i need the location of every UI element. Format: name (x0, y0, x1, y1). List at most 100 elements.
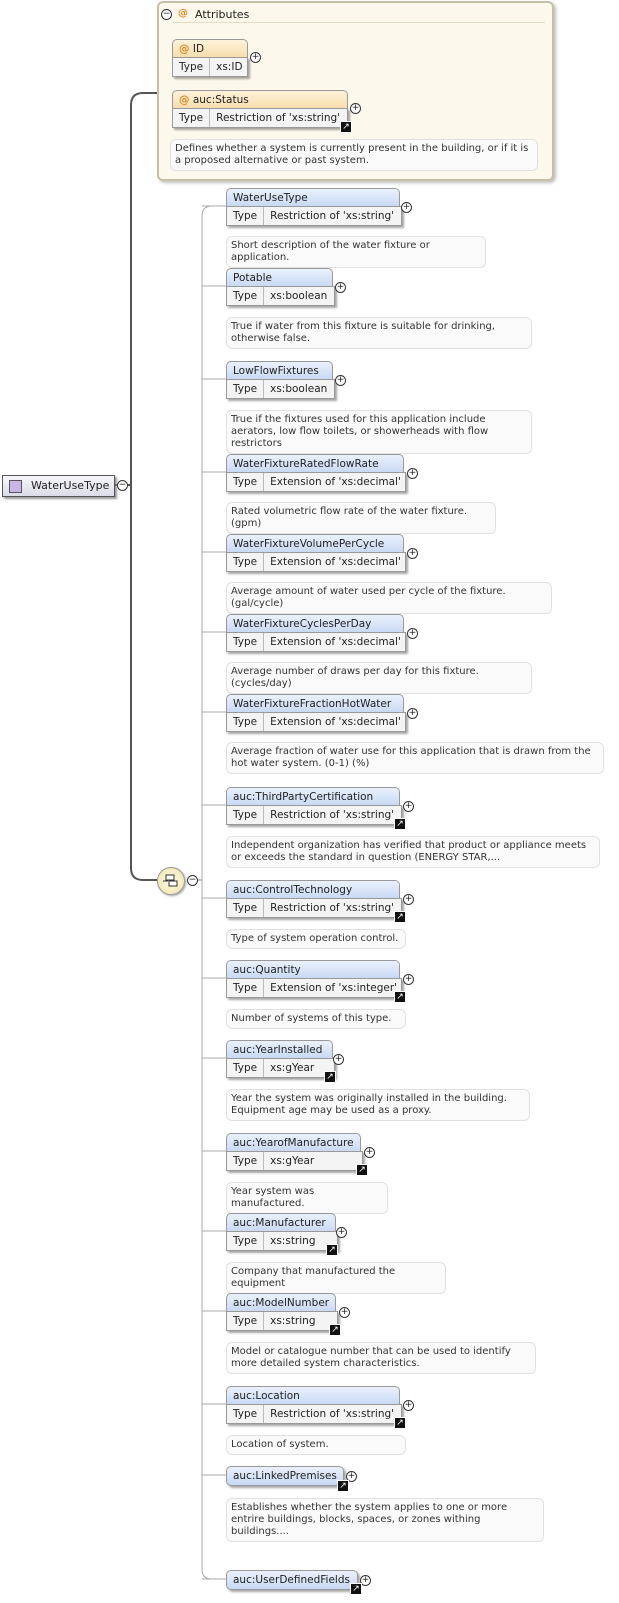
expand-icon[interactable]: + (250, 52, 261, 63)
element-documentation: Average fraction of water use for this a… (226, 742, 604, 774)
type-value: xs:ID (216, 61, 243, 73)
type-label: Type (173, 109, 211, 127)
element-name: auc:Quantity (226, 960, 400, 979)
type-label: Type (227, 633, 265, 651)
expand-icon[interactable]: + (339, 1307, 350, 1318)
element-documentation: Year the system was originally installed… (226, 1089, 530, 1121)
type-value: Extension of 'xs:decimal' (270, 556, 401, 568)
type-label: Type (227, 1152, 265, 1170)
expand-icon[interactable]: + (403, 974, 414, 985)
element-name: LowFlowFixtures (226, 361, 333, 380)
type-link-icon[interactable]: ↗ (394, 911, 406, 923)
type-link-icon[interactable]: ↗ (324, 1071, 336, 1083)
type-value: Restriction of 'xs:string' (270, 902, 395, 914)
element-documentation: Year system was manufactured. (226, 1182, 388, 1214)
element-documentation: True if the fixtures used for this appli… (226, 410, 532, 454)
type-label: Type (227, 553, 265, 571)
type-value: Extension of 'xs:decimal' (270, 476, 401, 488)
type-row: Type Extension of 'xs:integer' (226, 978, 402, 998)
type-label: Type (227, 207, 265, 225)
element-name: WaterFixtureCyclesPerDay (226, 614, 404, 633)
expand-icon[interactable]: + (403, 1400, 414, 1411)
sequence-compositor-icon[interactable] (157, 867, 185, 895)
collapse-icon[interactable]: − (117, 480, 128, 491)
collapse-icon[interactable]: − (187, 875, 198, 886)
sequence-trunk-line (201, 205, 213, 1580)
element-name: WaterFixtureRatedFlowRate (226, 454, 404, 473)
type-link-icon[interactable]: ↗ (329, 1324, 341, 1336)
type-link-icon[interactable]: ↗ (326, 1244, 338, 1256)
type-label: Type (227, 1059, 265, 1077)
expand-icon[interactable]: + (336, 1227, 347, 1238)
attribute-at-icon: @ (178, 8, 188, 19)
element-documentation: True if water from this fixture is suita… (226, 317, 532, 349)
element-documentation: Location of system. (226, 1435, 406, 1455)
expand-icon[interactable]: + (335, 282, 346, 293)
type-link-icon[interactable]: ↗ (340, 121, 352, 133)
type-row: Type Extension of 'xs:decimal' (226, 552, 406, 572)
element-documentation: Number of systems of this type. (226, 1009, 406, 1029)
element-documentation: Rated volumetric flow rate of the water … (226, 502, 496, 534)
expand-icon[interactable]: + (407, 468, 418, 479)
type-label: Type (227, 1405, 265, 1423)
type-link-icon[interactable]: ↗ (356, 1164, 368, 1176)
expand-icon[interactable]: + (350, 103, 361, 114)
element-documentation: Company that manufactured the equipment (226, 1262, 446, 1294)
root-element-label: WaterUseType (31, 479, 110, 492)
type-label: Type (227, 979, 265, 997)
element-name: WaterFixtureVolumePerCycle (226, 534, 404, 553)
type-link-icon[interactable]: ↗ (394, 1417, 406, 1429)
root-element-watterusetype[interactable]: WaterUseType (2, 475, 115, 497)
type-row: Type Restriction of 'xs:string' (226, 898, 402, 918)
expand-icon[interactable]: + (407, 628, 418, 639)
expand-icon[interactable]: + (335, 375, 346, 386)
type-link-icon[interactable]: ↗ (394, 991, 406, 1003)
attribute-at-icon: @ (179, 94, 190, 106)
type-value: Extension of 'xs:decimal' (270, 636, 401, 648)
type-value: xs:gYear (270, 1155, 315, 1167)
collapse-icon[interactable]: − (161, 9, 172, 20)
type-label: Type (227, 713, 265, 731)
expand-icon[interactable]: + (407, 548, 418, 559)
type-value: xs:gYear (270, 1062, 315, 1074)
element-documentation: Average number of draws per day for this… (226, 662, 532, 694)
type-label: Type (227, 806, 265, 824)
element-name: auc:ThirdPartyCertification (226, 787, 400, 806)
type-value: xs:boolean (270, 290, 328, 302)
element-name: auc:Location (226, 1386, 400, 1405)
expand-icon[interactable]: + (360, 1575, 371, 1586)
element-name: WaterUseType (226, 188, 400, 207)
type-row: Type xs:gYear (226, 1151, 363, 1171)
element-name: auc:UserDefinedFields (226, 1570, 358, 1590)
element-name: auc:ModelNumber (226, 1293, 336, 1312)
attribute-name: ID (192, 43, 205, 55)
expand-icon[interactable]: + (401, 202, 412, 213)
type-label: Type (227, 899, 265, 917)
expand-icon[interactable]: + (333, 1054, 344, 1065)
type-value: Restriction of 'xs:string' (270, 809, 395, 821)
type-row: Type Extension of 'xs:decimal' (226, 632, 406, 652)
element-name: auc:ControlTechnology (226, 880, 400, 899)
attributes-title: Attributes (195, 8, 250, 21)
attribute-name: auc:Status (192, 94, 249, 106)
type-value: Restriction of 'xs:string' (216, 112, 341, 124)
complex-type-icon (9, 480, 22, 493)
expand-icon[interactable]: + (364, 1147, 375, 1158)
type-value: Extension of 'xs:integer' (270, 982, 398, 994)
type-label: Type (227, 1232, 265, 1250)
attribute-at-icon: @ (179, 43, 190, 55)
expand-icon[interactable]: + (403, 801, 414, 812)
expand-icon[interactable]: + (346, 1471, 357, 1482)
type-link-icon[interactable]: ↗ (350, 1583, 362, 1595)
expand-icon[interactable]: + (407, 708, 418, 719)
element-name: auc:YearofManufacture (226, 1133, 361, 1152)
type-link-icon[interactable]: ↗ (394, 818, 406, 830)
expand-icon[interactable]: + (403, 894, 414, 905)
type-link-icon[interactable]: ↗ (337, 1480, 349, 1492)
